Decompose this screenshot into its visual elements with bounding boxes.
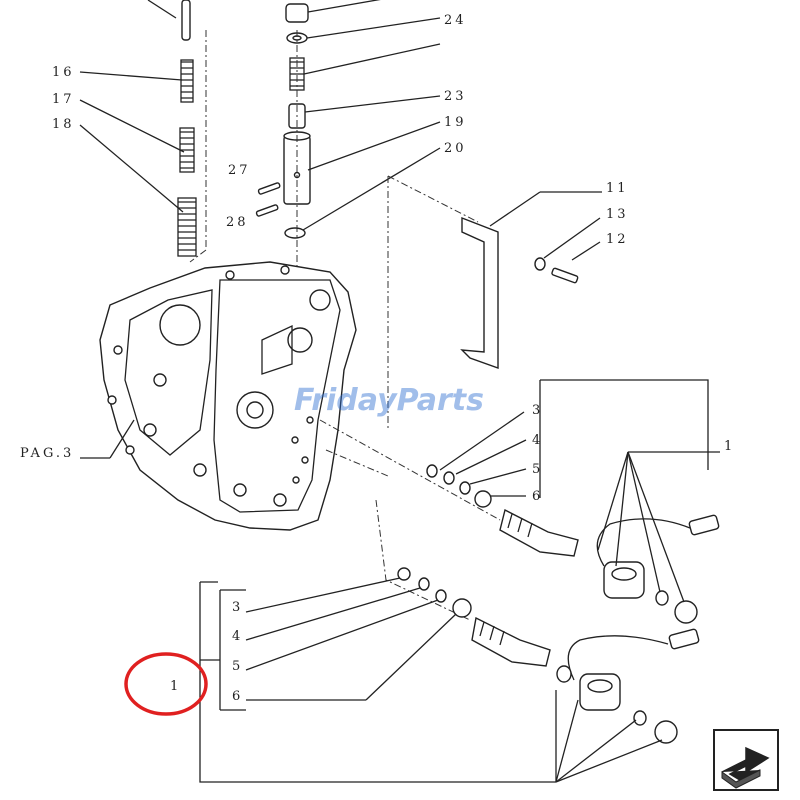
nut-lower — [654, 720, 678, 744]
transmission-housing — [99, 261, 357, 531]
cap-part — [285, 3, 309, 23]
seal-lower-ring — [633, 710, 647, 726]
callout-5-lower: 5 — [232, 659, 243, 674]
callout-27: 27 — [228, 163, 251, 178]
callout-12: 12 — [606, 232, 629, 247]
callout-5-upper: 5 — [532, 462, 543, 477]
wire-harness-lower — [567, 628, 700, 681]
callout-18: 18 — [52, 117, 75, 132]
callout-23: 23 — [444, 89, 467, 104]
wire-harness-upper — [596, 514, 720, 567]
next-page-arrow-icon[interactable] — [713, 729, 779, 791]
callout-20: 20 — [444, 141, 467, 156]
seal-ring-6-lower — [452, 598, 472, 618]
callout-16: 16 — [52, 65, 75, 80]
seal-lower-small — [556, 665, 572, 683]
seal-upper-small — [655, 590, 669, 606]
nut-upper — [674, 600, 698, 624]
callout-11: 11 — [606, 181, 629, 196]
highlight-circle — [124, 652, 208, 716]
seal-ring-5-upper — [459, 481, 471, 495]
spring-18 — [177, 197, 197, 257]
valve-cartridge-upper — [499, 508, 579, 557]
callout-3-upper: 3 — [532, 403, 543, 418]
bracket-11 — [460, 216, 499, 369]
seal-ring-4-lower — [418, 577, 430, 591]
callout-6-lower: 6 — [232, 689, 243, 704]
spring-16 — [180, 59, 194, 103]
solenoid-coil-upper — [603, 561, 645, 599]
callout-4-upper: 4 — [532, 433, 543, 448]
seal-ring-6-upper — [474, 490, 492, 508]
o-ring-20 — [284, 227, 306, 239]
washer-13 — [534, 257, 546, 271]
seal-ring-5-lower — [435, 589, 447, 603]
callout-3-lower: 3 — [232, 600, 243, 615]
pin-27 — [257, 182, 281, 195]
callout-4-lower: 4 — [232, 629, 243, 644]
watermark: FridayParts — [294, 383, 484, 418]
callout-19: 19 — [444, 115, 467, 130]
pin-28 — [255, 204, 279, 217]
spring-17 — [179, 127, 195, 173]
callout-1-upper: 1 — [724, 439, 735, 454]
callout-24: 24 — [444, 13, 467, 28]
callout-1-lower: 1 — [170, 679, 181, 694]
callout-pag3: PAG.3 — [20, 446, 74, 461]
bolt-12 — [551, 267, 579, 284]
washer-24 — [286, 32, 308, 44]
seal-ring-3-lower — [397, 567, 411, 581]
callout-13: 13 — [606, 207, 629, 222]
seal-ring-4-upper — [443, 471, 455, 485]
callout-28: 28 — [226, 215, 249, 230]
callout-17: 17 — [52, 92, 75, 107]
solenoid-coil-lower — [579, 673, 621, 711]
pin-part — [181, 0, 191, 41]
valve-cartridge-lower — [471, 616, 551, 667]
callout-6-upper: 6 — [532, 489, 543, 504]
seal-ring-3-upper — [426, 464, 438, 478]
